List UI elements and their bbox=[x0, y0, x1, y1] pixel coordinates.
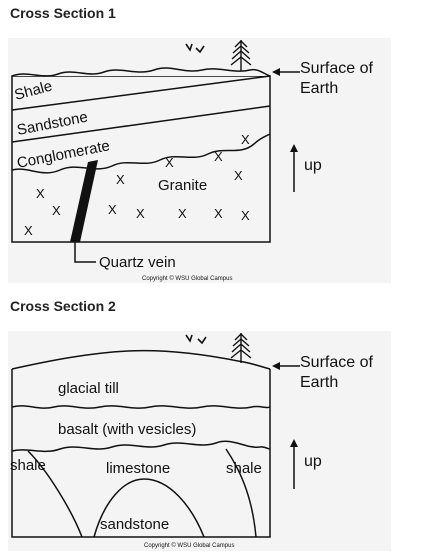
sandstone-label: sandstone bbox=[100, 516, 169, 533]
basalt-sedimentary-contact bbox=[11, 440, 271, 453]
granite-x-mark: X bbox=[36, 186, 45, 201]
basalt-label: basalt (with vesicles) bbox=[58, 421, 196, 438]
birds-icon bbox=[185, 334, 207, 345]
tree-icon bbox=[230, 333, 252, 363]
surface-arrowhead bbox=[272, 68, 280, 76]
surface-of-earth-label-line1: Surface of bbox=[300, 60, 373, 77]
granite-x-mark: X bbox=[116, 172, 125, 187]
granite-x-mark: X bbox=[241, 208, 250, 223]
surface-arrowhead bbox=[272, 362, 280, 370]
birds-icon bbox=[185, 43, 205, 54]
section2-heading: Cross Section 2 bbox=[10, 298, 116, 314]
tree-icon bbox=[230, 40, 252, 71]
granite-label: Granite bbox=[158, 177, 207, 194]
granite-x-mark: X bbox=[241, 132, 250, 147]
granite-x-mark: X bbox=[108, 202, 117, 217]
section1-heading: Cross Section 1 bbox=[10, 5, 116, 21]
sandstone-label: Sandstone bbox=[16, 109, 90, 139]
unconformity-line bbox=[11, 133, 271, 174]
granite-x-mark: X bbox=[214, 206, 223, 221]
cross-section-1-diagram: Shale Sandstone Conglomerate Granite Qua… bbox=[11, 40, 373, 282]
till-basalt-contact bbox=[11, 405, 271, 409]
surface-of-earth-label-line1: Surface of bbox=[300, 354, 373, 371]
sandstone-conglomerate-contact bbox=[11, 105, 271, 143]
shale-sandstone-contact bbox=[11, 75, 271, 111]
limestone-label: limestone bbox=[106, 460, 170, 477]
inner-fold-line bbox=[93, 478, 205, 538]
cross-section-1-panel: Shale Sandstone Conglomerate Granite Qua… bbox=[8, 38, 391, 283]
cross-section-2-panel: glacial till basalt (with vesicles) shal… bbox=[8, 331, 391, 551]
outer-fold-line bbox=[27, 448, 257, 538]
quartz-vein bbox=[70, 160, 98, 242]
quartz-vein-leader-line bbox=[74, 242, 96, 263]
conglomerate-label: Conglomerate bbox=[16, 137, 112, 172]
up-arrowhead bbox=[290, 439, 298, 447]
up-label: up bbox=[304, 453, 322, 470]
granite-x-mark: X bbox=[52, 203, 61, 218]
granite-x-mark: X bbox=[178, 206, 187, 221]
up-arrowhead bbox=[290, 144, 298, 152]
surface-of-earth-label-line2: Earth bbox=[300, 374, 338, 391]
shale-left-label: shale bbox=[10, 457, 46, 474]
shale-right-label: shale bbox=[226, 460, 262, 477]
ground-surface-line bbox=[11, 67, 271, 77]
copyright-text: Copyright © WSU Global Campus bbox=[144, 542, 234, 549]
granite-x-mark: X bbox=[214, 149, 223, 164]
copyright-text: Copyright © WSU Global Campus bbox=[142, 275, 232, 282]
surface-of-earth-label-line2: Earth bbox=[300, 80, 338, 97]
granite-x-mark: X bbox=[24, 223, 33, 238]
rock-block-outline bbox=[11, 369, 271, 538]
cross-section-2-diagram: glacial till basalt (with vesicles) shal… bbox=[10, 333, 373, 549]
up-label: up bbox=[304, 157, 322, 174]
ground-surface-line bbox=[11, 349, 271, 370]
granite-x-mark: X bbox=[136, 206, 145, 221]
quartz-vein-label: Quartz vein bbox=[99, 254, 176, 271]
granite-x-mark: X bbox=[234, 168, 243, 183]
shale-label: Shale bbox=[13, 78, 54, 104]
granite-x-mark: X bbox=[165, 155, 174, 170]
glacial-till-label: glacial till bbox=[58, 380, 119, 397]
